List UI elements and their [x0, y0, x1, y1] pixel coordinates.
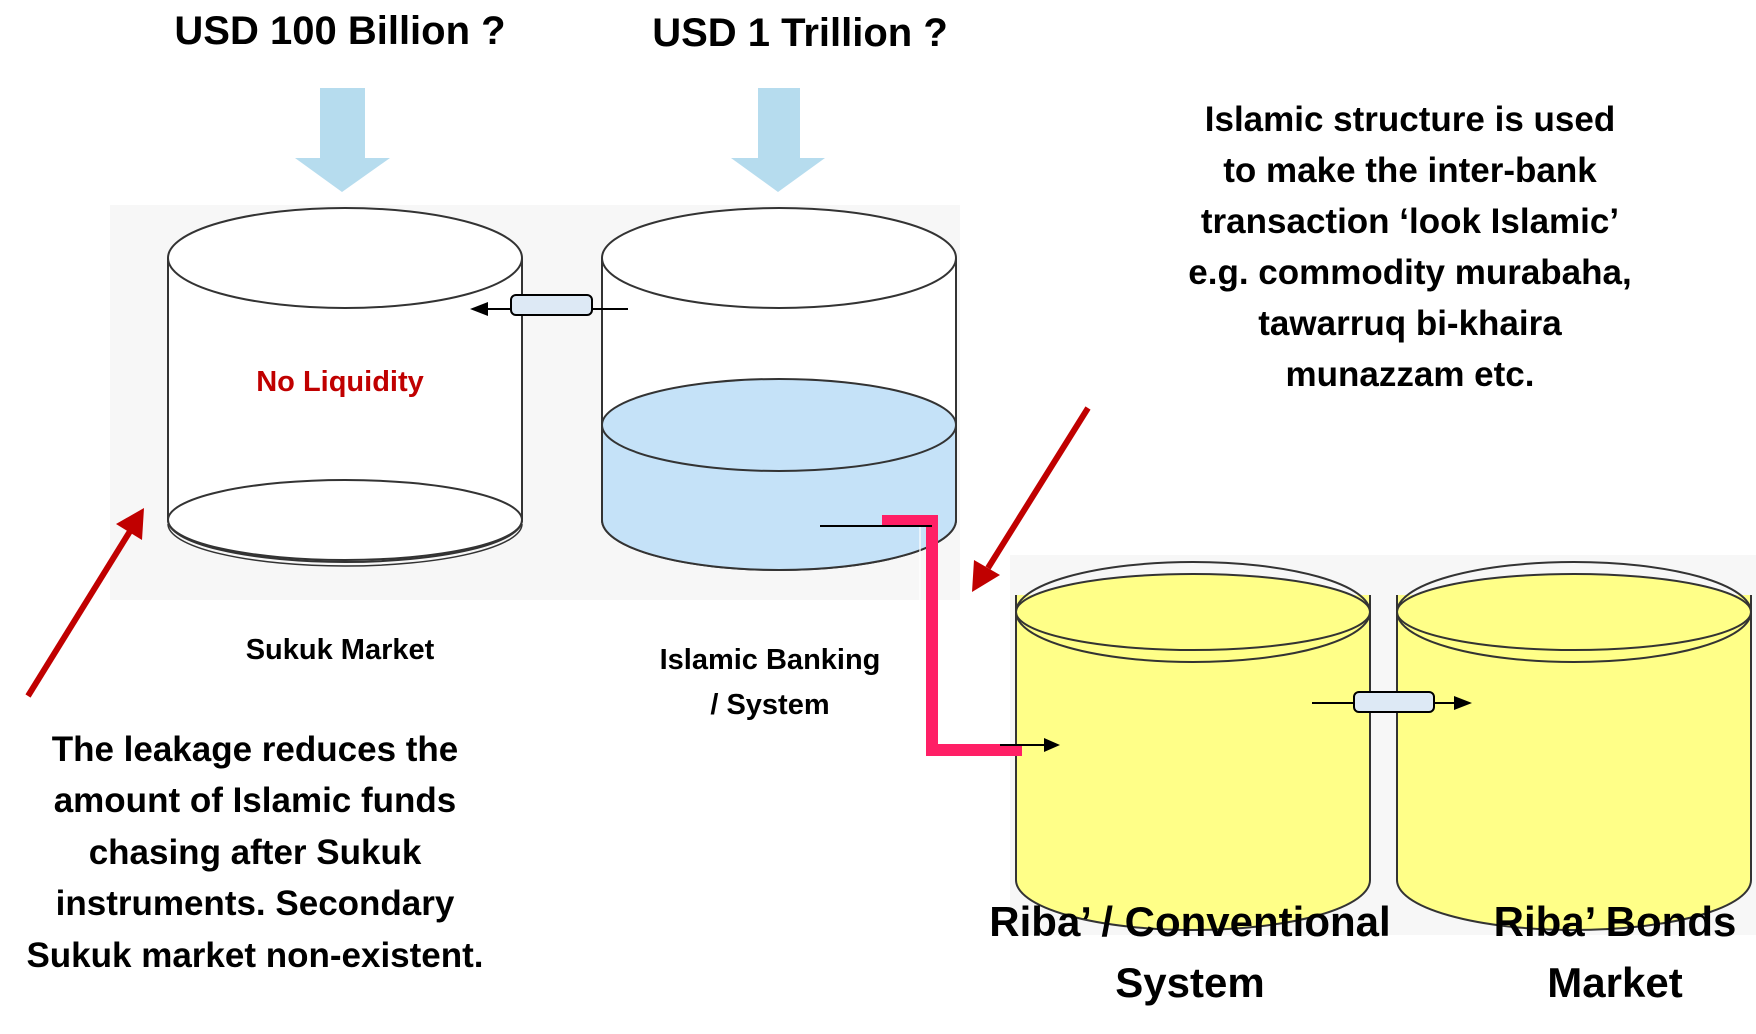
note-line: e.g. commodity murabaha,: [1188, 253, 1632, 293]
note-line: transaction ‘look Islamic’: [1200, 202, 1620, 242]
note-line: Islamic structure is used: [1204, 100, 1616, 139]
islamic-banking-line-2: / System: [710, 688, 830, 721]
note-line: Sukuk market non-existent.: [26, 935, 484, 975]
riba-conventional-line-1: Riba’ / Conventional: [989, 898, 1391, 945]
usd-100-billion-label: USD 100 Billion ?: [174, 9, 506, 53]
sukuk-market-label: Sukuk Market: [245, 634, 435, 666]
red-arrow-islamic-structure: [972, 406, 1091, 592]
islamic-banking-label: Islamic Banking / System: [600, 638, 940, 728]
inflow-arrow-islamic: [731, 88, 825, 192]
islamic-structure-note: Islamic structure is used to make the in…: [1130, 94, 1690, 401]
riba-bonds-line-1: Riba’ Bonds: [1493, 898, 1737, 945]
riba-conventional-line-2: System: [1115, 958, 1265, 1006]
leakage-pipe: [820, 515, 1060, 756]
note-line: munazzam etc.: [1285, 355, 1535, 395]
riba-conventional-label: Riba’ / Conventional System: [960, 892, 1420, 1014]
riba-bonds-label: Riba’ Bonds Market: [1470, 892, 1756, 1014]
note-line: to make the inter-bank: [1223, 151, 1597, 191]
leakage-note: The leakage reduces the amount of Islami…: [0, 724, 510, 981]
note-line: chasing after Sukuk: [88, 832, 422, 872]
islamic-banking-line-1: Islamic Banking: [659, 644, 881, 676]
note-line: The leakage reduces the: [51, 730, 459, 769]
riba-connector-pipe: [1312, 691, 1472, 713]
islamic-banking-tank: [601, 207, 957, 571]
note-line: amount of Islamic funds: [53, 781, 457, 821]
riba-conventional-tank: [1015, 561, 1371, 931]
riba-bonds-line-2: Market: [1547, 958, 1683, 1006]
note-line: instruments. Secondary: [55, 884, 455, 924]
sukuk-connector-pipe: [470, 294, 628, 316]
no-liquidity-label: No Liquidity: [256, 366, 424, 398]
riba-bonds-tank: [1396, 561, 1752, 931]
inflow-arrow-sukuk: [295, 88, 390, 192]
sukuk-tank: [167, 207, 523, 567]
red-arrow-leakage: [25, 508, 144, 698]
usd-1-trillion-label: USD 1 Trillion ?: [652, 11, 948, 55]
note-line: tawarruq bi-khaira: [1258, 304, 1562, 344]
